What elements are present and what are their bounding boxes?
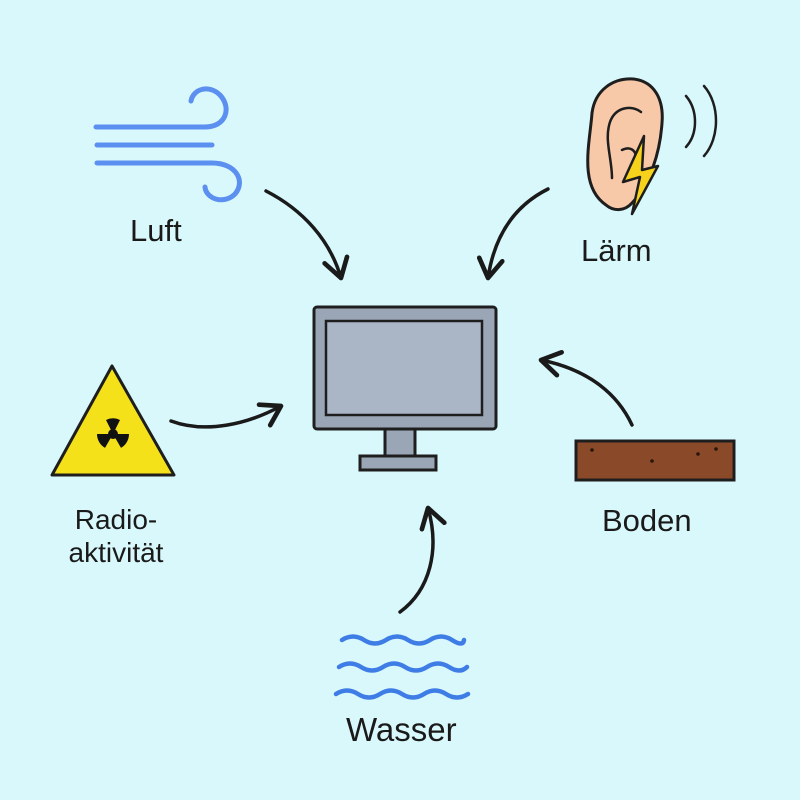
arrow-laerm-to-monitor [476, 187, 550, 281]
label-luft: Luft [130, 213, 182, 248]
arrow-boden-to-monitor [538, 349, 634, 427]
label-boden: Boden [602, 503, 692, 538]
arrow-luft-to-monitor [264, 189, 350, 281]
label-radio-line1: Radio- [74, 504, 158, 535]
radiation-warning-icon [50, 364, 176, 477]
label-wasser: Wasser [346, 711, 457, 748]
label-radio-line2: aktivität [68, 537, 164, 568]
label-radioaktivitaet: Radio- aktivität [60, 503, 172, 569]
ear-noise-icon [586, 77, 718, 216]
soil-layer-icon [574, 439, 736, 482]
computer-monitor-icon [312, 305, 498, 472]
water-waves-icon [333, 634, 471, 700]
arrow-wasser-to-monitor [398, 505, 447, 614]
wind-icon [93, 86, 242, 203]
arrow-radio-to-monitor [169, 402, 284, 429]
label-laerm: Lärm [581, 233, 652, 268]
